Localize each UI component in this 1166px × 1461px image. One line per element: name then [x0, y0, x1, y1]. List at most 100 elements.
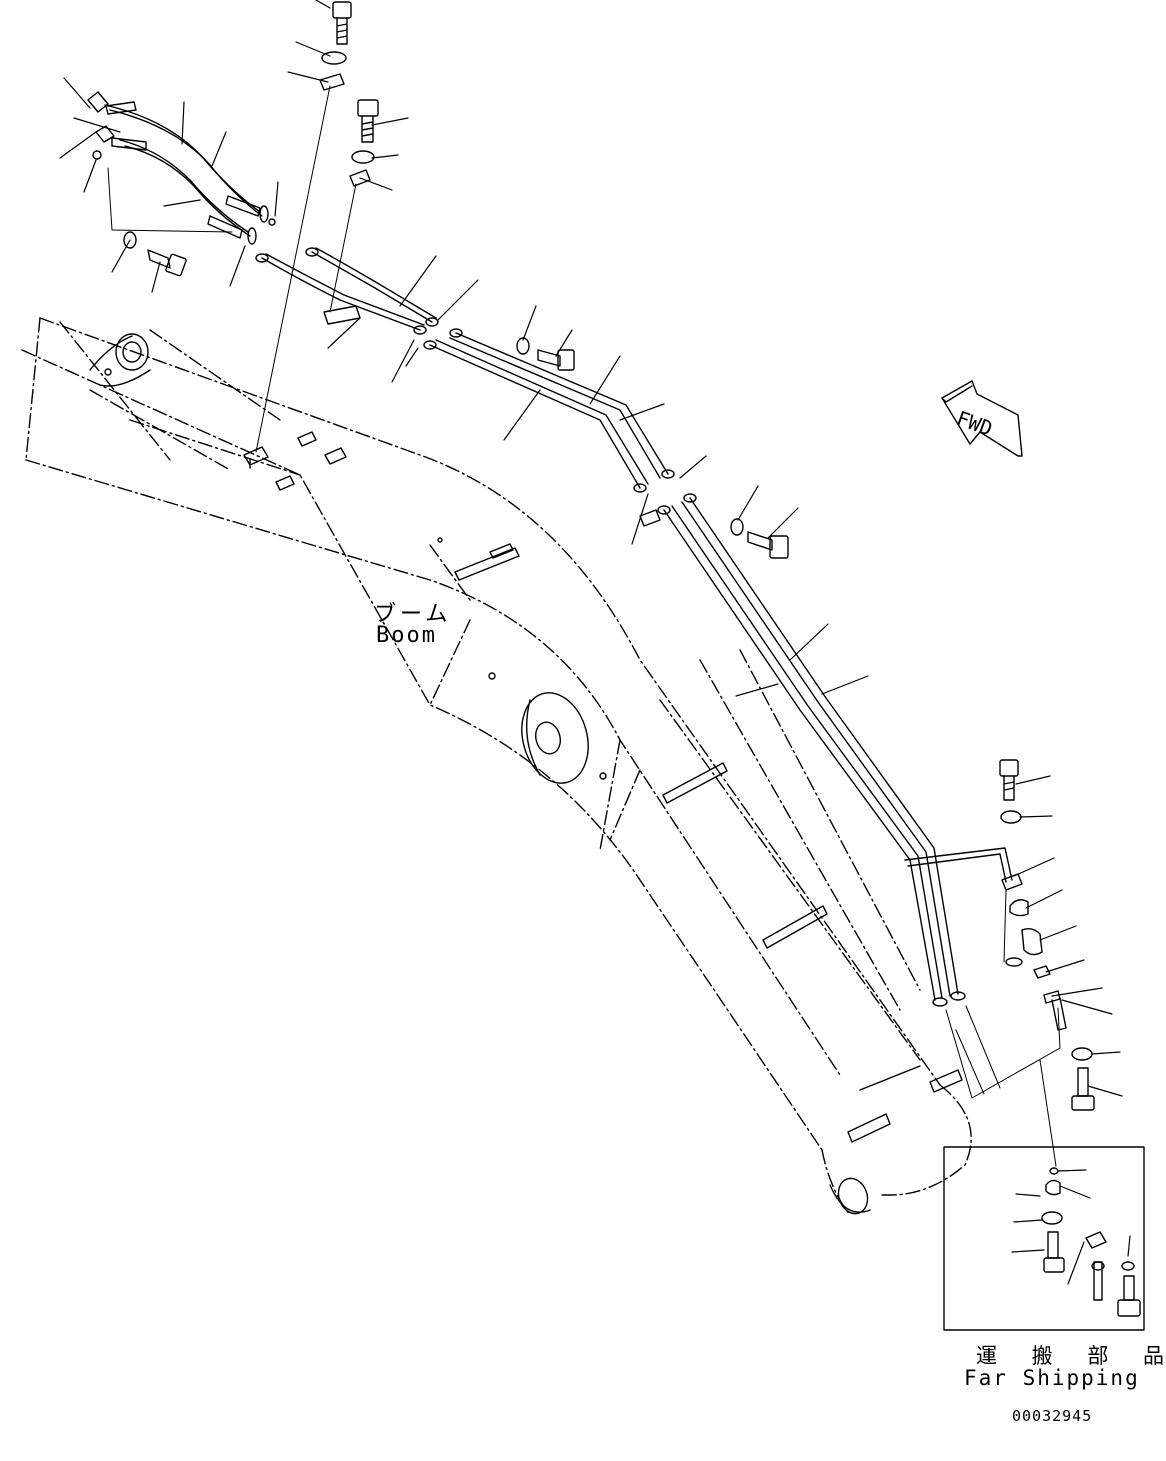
- boom-top-pin: [829, 1177, 871, 1215]
- tube-line: [663, 509, 936, 1001]
- clamp-icon: [1021, 927, 1043, 956]
- shipping-parts-box: [943, 1146, 1145, 1331]
- reference-lines: [107, 85, 1061, 1167]
- tube-line: [311, 251, 433, 323]
- clamp-icon: [859, 1065, 921, 1091]
- clamp-icon: [662, 762, 728, 804]
- hose-fitting-icon: [95, 125, 147, 151]
- boom-base-outline: [25, 317, 301, 476]
- boom-label-jp: ブーム: [374, 602, 452, 627]
- tube-flange: [423, 340, 437, 350]
- clamp-icon: [1033, 965, 1051, 979]
- clamp-icon: [762, 905, 828, 949]
- fwd-arrow-icon: FWD: [941, 380, 1023, 457]
- tube-line: [429, 344, 641, 489]
- washer-icon: [516, 337, 530, 355]
- bolt-icon: [747, 531, 789, 559]
- hose-line: [119, 139, 249, 233]
- washer-icon: [351, 150, 375, 164]
- boom-outline: [21, 317, 972, 1216]
- clamp-icon: [929, 1069, 963, 1093]
- drawing-number: 00032945: [1012, 1407, 1093, 1425]
- bolt-icon: [357, 99, 379, 143]
- hose-assembly: [87, 91, 269, 245]
- tube-flange: [950, 991, 966, 1001]
- tube-line: [689, 497, 959, 995]
- washer-icon: [1049, 1167, 1059, 1175]
- boom-cylinder-boss: [488, 672, 607, 784]
- hose-fitting-icon: [225, 195, 261, 217]
- clamp-icon: [319, 73, 345, 91]
- boom-tip-outline: [821, 1084, 972, 1216]
- boom-dash-lines: [659, 649, 921, 1061]
- tube-line: [315, 247, 437, 319]
- tube-flange: [633, 483, 647, 493]
- bolt-icon: [1117, 1275, 1141, 1317]
- shipping-label: Far Shipping: [964, 1366, 1140, 1390]
- tube-flange: [657, 505, 671, 515]
- tube-line: [681, 501, 951, 997]
- clamp-icon: [1009, 899, 1029, 917]
- clamp-icon: [1001, 873, 1023, 891]
- bolt-icon: [1043, 990, 1067, 1031]
- clamp-icon: [454, 547, 520, 581]
- clamp-icon: [847, 1113, 891, 1143]
- tube-flange: [255, 253, 269, 263]
- clamp-icon: [349, 169, 371, 187]
- washer-icon: [1000, 810, 1022, 824]
- bolt-icon: [537, 349, 575, 371]
- bolt-icon: [1091, 1261, 1105, 1301]
- clamp-brackets: [243, 431, 963, 1143]
- clamp-icon: [489, 543, 514, 559]
- clamp-icon: [324, 447, 347, 465]
- clamp-icon: [1045, 1179, 1061, 1196]
- fwd-label: FWD: [954, 406, 996, 441]
- bolt-icon: [147, 249, 187, 277]
- clamp-icon: [297, 431, 317, 447]
- boom-label: Boom: [376, 623, 437, 648]
- bolt-icon: [999, 759, 1019, 801]
- tube-line: [265, 253, 425, 326]
- tube-line: [671, 505, 943, 999]
- boom-bottom-edge: [21, 349, 823, 1151]
- boom-top-edge: [39, 317, 941, 1086]
- boom-foot-pin: [89, 333, 151, 387]
- hose-line: [124, 145, 251, 237]
- bolt-icon: [1071, 1067, 1095, 1111]
- washer-icon: [1041, 1211, 1063, 1225]
- hose-fitting-icon: [207, 215, 243, 239]
- small-tags: [268, 218, 661, 543]
- tube-line: [449, 337, 661, 479]
- washer-icon: [1071, 1047, 1093, 1061]
- tube-branch: [904, 847, 1013, 881]
- boom-inner-edge: [149, 329, 641, 851]
- clamp-icon: [275, 475, 295, 491]
- leader-lines: [59, 0, 1131, 1285]
- fasteners: [123, 1, 1141, 1317]
- tube-line: [455, 332, 669, 475]
- tube-line: [435, 339, 649, 485]
- clamp-icon: [1085, 1231, 1107, 1249]
- tube-bundle: [255, 247, 1013, 1007]
- bolt-icon: [1043, 1231, 1065, 1273]
- tube-flange: [413, 325, 427, 335]
- bolt-icon: [332, 1, 352, 45]
- shipping-label-jp: 運 搬 部 品: [976, 1344, 1166, 1368]
- tube-branch: [907, 853, 1007, 883]
- washer-icon: [123, 231, 137, 249]
- washer-icon: [1121, 1261, 1135, 1271]
- washer-icon: [321, 51, 347, 65]
- tube-flange: [305, 247, 319, 257]
- hose-fitting-icon: [87, 91, 137, 115]
- washer-icon: [730, 518, 744, 536]
- tube-flange: [425, 317, 439, 327]
- tube-flange: [661, 469, 675, 479]
- washer-icon: [1005, 957, 1023, 967]
- hose-line: [109, 109, 263, 217]
- tube-flange: [932, 997, 948, 1007]
- tube-line: [261, 257, 421, 331]
- tube-flange: [683, 493, 697, 503]
- boom-lower-edge: [25, 459, 841, 1076]
- tube-flange: [449, 328, 463, 338]
